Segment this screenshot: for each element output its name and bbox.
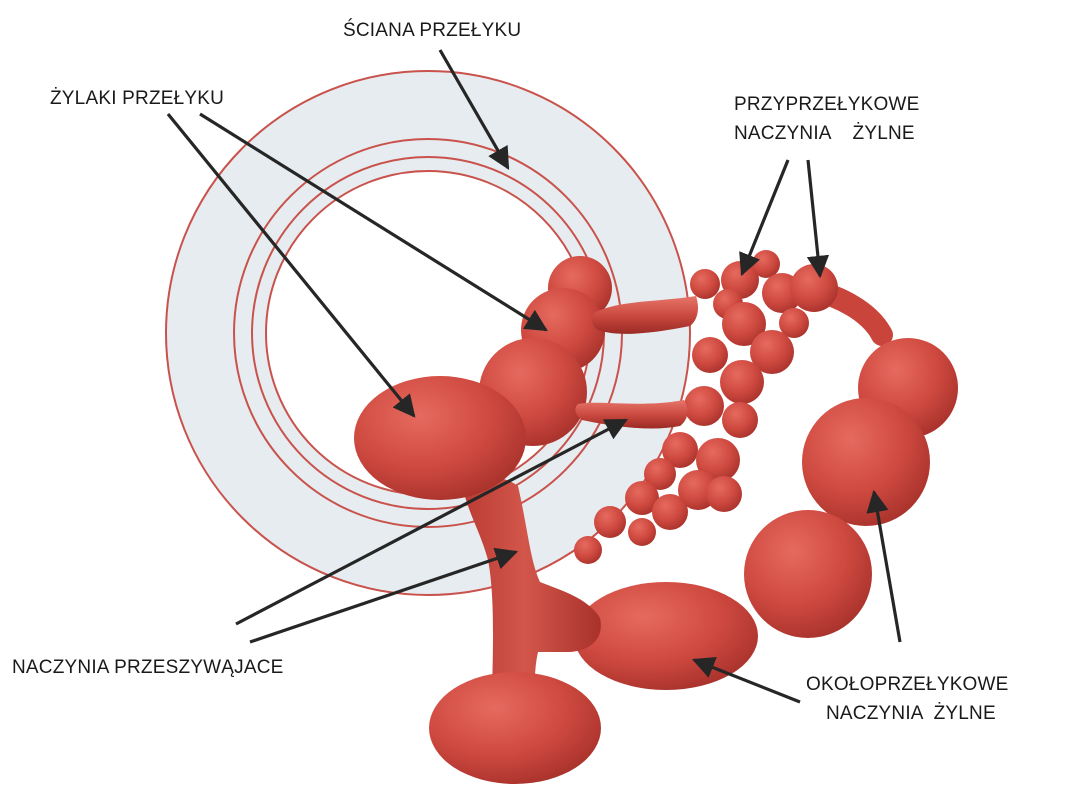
label-esophageal-wall: ŚCIANA PRZEŁYKU [343,19,521,41]
paraesophageal-node [652,494,688,530]
paraesophageal-node [684,386,724,426]
paraesophageal-node [690,269,720,299]
label-perforating-vessels: NACZYNIA PRZESZYWĄJACE [12,657,284,678]
paraesophageal-node [722,402,758,438]
label-paraesophageal-line2: NACZYNIA ŻYLNE [734,123,915,144]
paraesophageal-node [692,337,728,373]
paraesophageal-node [574,536,602,564]
label-periesophageal-line2: NACZYNIA ŻYLNE [826,703,996,724]
paraesophageal-node [706,476,742,512]
paraesophageal-node [628,518,656,546]
label-esophageal-varices: ŻYLAKI PRZEŁYKU [50,88,224,109]
paraesophageal-node [594,506,626,538]
paraesophageal-node [790,264,838,312]
label-paraesophageal-line1: PRZYPRZEŁYKOWE [734,94,919,115]
varix-node [354,376,526,500]
paraesophageal-node [752,250,780,278]
periesophageal-node [744,510,872,638]
arrow-to-paraesophageal-right [808,160,820,276]
periesophageal-node [802,398,930,526]
label-periesophageal-line1: OKOŁOPRZEŁYKOWE [806,674,1009,695]
paraesophageal-node [720,360,764,404]
lower-vein-pool [429,672,601,784]
